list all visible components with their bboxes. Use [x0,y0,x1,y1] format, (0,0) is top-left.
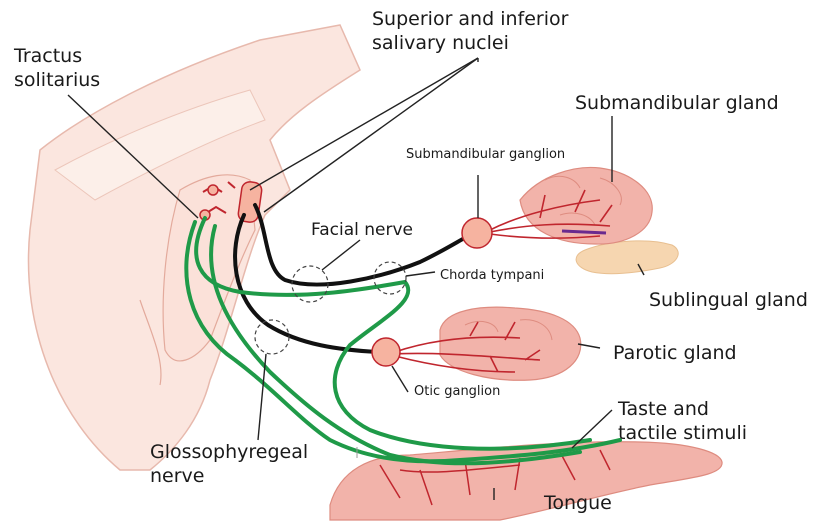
parotic-gland-label: Parotic gland [613,342,737,366]
otic-ganglion-label: Otic ganglion [414,384,500,400]
glossopharyngeal-line-1: Glossophyregeal [150,441,308,465]
facial-nerve-label: Facial nerve [311,220,413,241]
chorda-tympani-label: Chorda tympani [440,268,544,284]
taste-stimuli-label: Taste and tactile stimuli [618,398,747,446]
glossopharyngeal-line-2: nerve [150,465,308,489]
submandibular-gland [490,167,652,244]
tractus-solitarius-label: Tractus solitarius [14,45,100,93]
salivary-nuclei-label: Superior and inferior salivary nuclei [372,8,568,56]
tractus-solitarius-line-1: Tractus [14,45,100,69]
parotic-gland [395,307,581,380]
submandibular-ganglion [462,218,492,248]
otic-ganglion [372,338,400,366]
glossopharyngeal-nerve-label: Glossophyregeal nerve [150,441,308,489]
salivary-nuclei-line-2: salivary nuclei [372,32,568,56]
sublingual-gland [576,241,678,274]
salivary-nuclei-line-1: Superior and inferior [372,8,568,32]
submandibular-gland-label: Submandibular gland [575,92,779,116]
taste-stimuli-line-1: Taste and [618,398,747,422]
submandibular-ganglion-label: Submandibular ganglion [406,147,565,163]
sublingual-gland-label: Sublingual gland [649,289,808,313]
tongue-label: Tongue [544,492,612,516]
taste-stimuli-line-2: tactile stimuli [618,422,747,446]
tractus-solitarius-line-2: solitarius [14,69,100,93]
